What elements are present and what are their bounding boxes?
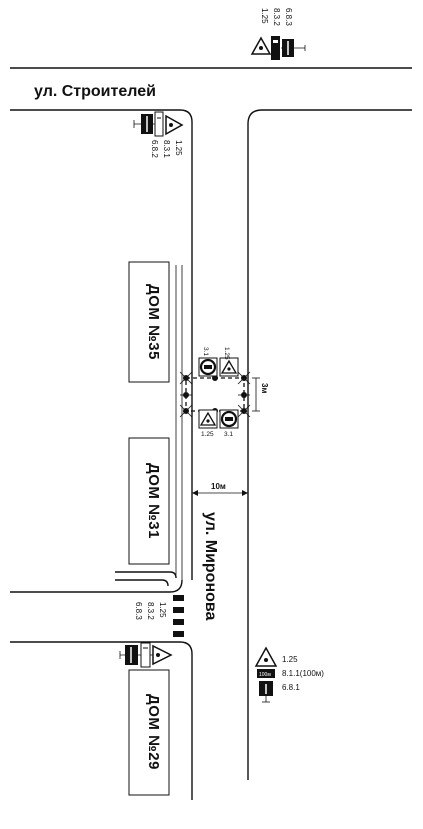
building-29-label: ДОМ №29 bbox=[145, 694, 162, 770]
sign-code: 6.8.3 bbox=[134, 602, 143, 620]
dimension-road-width: 10м bbox=[192, 482, 248, 496]
roadworks-sign-icon bbox=[254, 646, 278, 667]
sign-group-upper-left: 6.8.2 8.3.1 1.25 bbox=[133, 111, 184, 158]
distance-plate-icon bbox=[257, 669, 275, 678]
distance-plate-text: 100м bbox=[259, 672, 271, 678]
zone-sign-code: 3.1 bbox=[224, 431, 233, 438]
sign-code: 1.25 bbox=[158, 602, 167, 618]
building-31: ДОМ №31 bbox=[128, 437, 170, 565]
sign-code: 8.3.2 bbox=[272, 8, 281, 26]
building-31-label: ДОМ №31 bbox=[145, 463, 162, 539]
zone-sign-code: 3.1 bbox=[202, 347, 209, 356]
sign-code: 1.25 bbox=[282, 655, 298, 664]
work-zone: 3.1 1.25 1.25 3.1 bbox=[179, 347, 251, 438]
direction-plate-icon bbox=[140, 642, 151, 668]
roadworks-sign-icon bbox=[165, 114, 184, 136]
sign-group-lower-left: 6.8.3 8.3.2 1.25 bbox=[119, 602, 173, 668]
street-mironova-west-curb bbox=[10, 265, 193, 800]
sign-code: 8.3.2 bbox=[146, 602, 155, 620]
street-stroiteley-edges bbox=[10, 67, 412, 780]
zone-sign-code: 1.25 bbox=[223, 347, 230, 360]
building-29: ДОМ №29 bbox=[128, 669, 170, 796]
sign-code: 6.8.1 bbox=[282, 683, 300, 692]
direction-plate-icon bbox=[154, 111, 164, 137]
sign-code: 8.1.1(100м) bbox=[282, 669, 324, 678]
sign-code: 1.25 bbox=[260, 8, 269, 24]
crosswalk bbox=[173, 595, 184, 637]
sign-group-right-side: 100м 1.25 8.1.1(100м) 6.8.1 bbox=[254, 646, 324, 703]
zone-sign-code: 1.25 bbox=[201, 431, 214, 438]
roadworks-sign-icon bbox=[152, 644, 173, 666]
sign-group-top-right: 1.25 8.3.2 6.8.3 bbox=[250, 8, 306, 60]
building-35-label: ДОМ №35 bbox=[145, 284, 162, 360]
sign-code: 6.8.2 bbox=[150, 140, 159, 158]
dimension-label: 10м bbox=[211, 482, 226, 491]
sign-code: 1.25 bbox=[174, 140, 183, 156]
street-label-mironova: ул. Миронова bbox=[202, 512, 219, 621]
direction-plate-icon bbox=[271, 36, 280, 60]
sign-code: 6.8.3 bbox=[284, 8, 293, 26]
building-35: ДОМ №35 bbox=[128, 261, 170, 383]
street-label-stroiteley: ул. Строителей bbox=[34, 83, 156, 100]
dimension-label: 3м bbox=[260, 383, 269, 393]
sign-code: 8.3.1 bbox=[162, 140, 171, 158]
dimension-zone-length: 3м bbox=[252, 377, 269, 412]
